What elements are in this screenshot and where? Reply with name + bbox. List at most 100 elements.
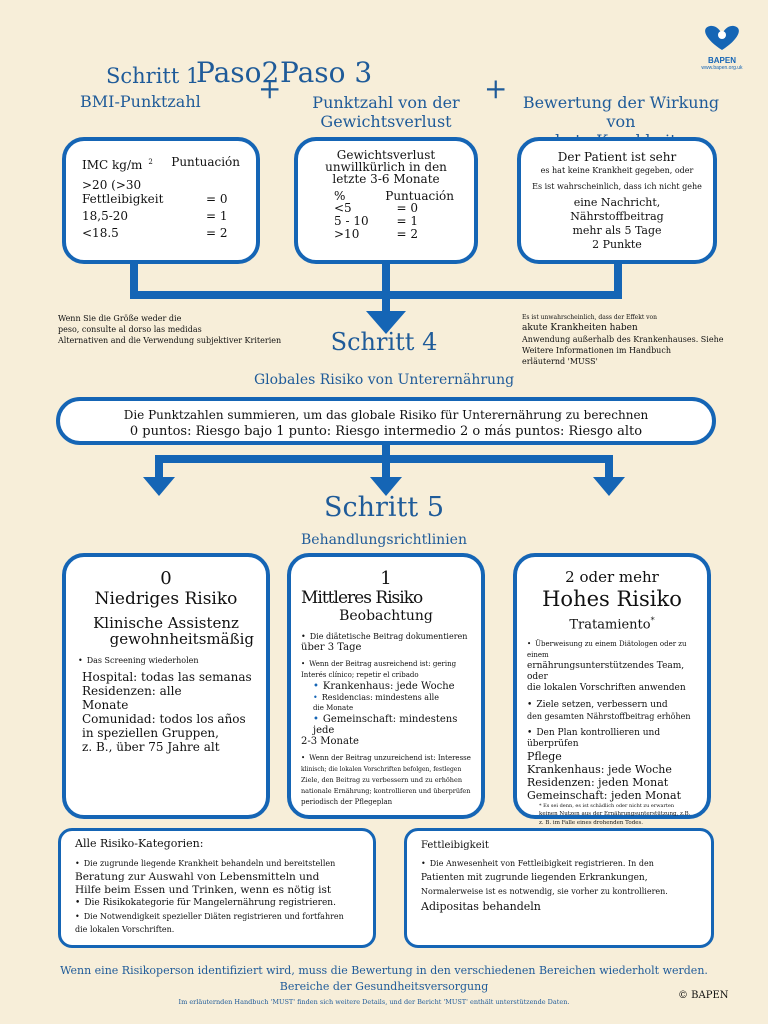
- bmi-row-3: 18,5-20 = 1: [82, 209, 240, 223]
- imc-sup: 2: [148, 158, 153, 166]
- medium-bullet-3e: periodisch der Pflegeplan: [301, 798, 393, 806]
- percent-header: %: [334, 189, 346, 203]
- all-risk-categories-box: Alle Risiko-Kategorien: Die zugrunde lie…: [58, 828, 376, 948]
- obesity-box: Fettleibigkeit Die Anwesenheit von Fettl…: [404, 828, 714, 948]
- note-right-4: Weitere Informationen im Handbuch: [522, 346, 671, 355]
- step3-label: Paso 3: [280, 56, 373, 89]
- low-risk-box: 0 Niedriges Risiko Klinische Assistenz g…: [62, 553, 270, 819]
- medium-bullet-3c: Ziele, den Beitrag zu verbessern und zu …: [301, 776, 463, 784]
- step4-subtitle: Globales Risiko von Unterernährung: [253, 372, 515, 388]
- high-risk-title: Hohes Risiko: [542, 587, 682, 611]
- medium-sub-3b: 2-3 Monate: [301, 736, 359, 747]
- wl-row-2-score: = 1: [396, 214, 418, 228]
- medium-risk-sub: Beobachtung: [339, 608, 433, 624]
- high-footnote-2: keinen Nutzen aus der Ernährungsunterstü…: [539, 811, 691, 818]
- low-risk-bullet-1-text: Das Screening wiederholen: [86, 656, 199, 665]
- step5-title: Schritt 5: [323, 492, 444, 523]
- weightloss-text-2: unwillkürlich in den: [325, 160, 447, 174]
- medium-sub-1-text: Krankenhaus: jede Woche: [322, 681, 455, 692]
- all-risk-item-3b: die lokalen Vorschriften.: [75, 925, 175, 934]
- disease-title-line1: Bewertung der Wirkung von: [522, 93, 720, 131]
- bmi-score-title: BMI-Punktzahl: [80, 92, 201, 111]
- obesity-title: Fettleibigkeit: [421, 840, 489, 851]
- plus-sign-1: +: [258, 72, 282, 105]
- medium-sub-3: Gemeinschaft: mindestens jede: [301, 714, 471, 736]
- obesity-line-4: Adipositas behandeln: [421, 900, 541, 913]
- bapen-logo: BAPEN www.bapen.org.uk: [696, 22, 748, 71]
- medium-bullet-1-text: Die diätetische Beitrag dokumentieren: [309, 632, 468, 641]
- note-left-3: Alternativen and die Verwendung subjekti…: [58, 336, 282, 345]
- weightloss-text-3: letzte 3-6 Monate: [332, 172, 440, 186]
- bmi-row-2: Fettleibigkeit= 0: [82, 192, 240, 206]
- high-risk-star: *: [650, 616, 655, 625]
- plus-sign-2: +: [484, 72, 508, 105]
- medium-bullet-1b: über 3 Tage: [301, 642, 362, 653]
- step5-subtitle: Behandlungsrichtlinien: [301, 532, 467, 548]
- low-risk-community: Comunidad: todos los años: [82, 712, 246, 726]
- weightloss-header-row: % Puntuación: [312, 190, 460, 202]
- weightloss-row-3: >10= 2: [312, 228, 460, 241]
- low-risk-sub1: Klinische Assistenz: [93, 614, 239, 632]
- weightloss-title: Punktzahl von der Gewichtsverlust: [296, 93, 476, 131]
- logo-name: BAPEN: [707, 56, 736, 65]
- low-risk-score: 0: [160, 568, 172, 589]
- disease-text-1: Der Patient ist sehr: [557, 150, 677, 164]
- low-risk-sub2: gewohnheitsmäßig: [109, 630, 254, 648]
- high-bullet-1c: die lokalen Vorschriften anwenden: [527, 683, 686, 694]
- footer-line-2: Bereiche der Gesundheitsversorgung: [279, 980, 489, 993]
- weightloss-score-box: Gewichtsverlust unwillkürlich in den let…: [294, 137, 478, 264]
- obesity-item-1: Die Anwesenheit von Fettleibigkeit regis…: [421, 857, 697, 871]
- medium-bullet-3d: nationale Ernährung; kontrollieren und ü…: [301, 787, 471, 795]
- footer-line-3: Im erläuternden Handbuch 'MUST' finden s…: [178, 998, 570, 1006]
- bmi-row-3-label: 18,5-20: [82, 209, 129, 223]
- obesity-item-1-text: Die Anwesenheit von Fettleibigkeit regis…: [429, 859, 654, 868]
- disease-text-2: es hat keine Krankheit gegeben, oder: [540, 166, 694, 175]
- high-risk-score: 2 oder mehr: [565, 568, 659, 586]
- all-risk-item-1: Die zugrunde liegende Krankheit behandel…: [75, 857, 359, 870]
- low-risk-example: z. B., über 75 Jahre alt: [82, 740, 220, 754]
- low-risk-residences: Residenzen: alle: [82, 684, 182, 698]
- medium-bullet-3-text: Wenn der Beitrag unzureichend ist: Inter…: [309, 754, 471, 762]
- weightloss-text-1: Gewichtsverlust: [336, 148, 436, 162]
- wl-row-1-score: = 0: [396, 201, 418, 215]
- medium-bullet-2b: Interés clínico; repetir el cribado: [301, 671, 419, 679]
- note-right: Es ist unwahrscheinlich, dass der Effekt…: [522, 312, 723, 367]
- step1-label: Schritt 1: [106, 64, 200, 88]
- bmi-row-2-score: = 0: [206, 192, 228, 206]
- bmi-row-3-score: = 1: [206, 209, 228, 223]
- high-risk-box: 2 oder mehr Hohes Risiko Tratamiento* Üb…: [513, 553, 711, 826]
- weightloss-title-line2: Gewichtsverlust: [320, 112, 452, 131]
- note-right-1: Es ist unwahrscheinlich, dass der Effekt…: [522, 314, 658, 321]
- global-risk-line1: Die Punktzahlen summieren, um das global…: [123, 408, 649, 422]
- high-hospital: Krankenhaus: jede Woche: [527, 763, 672, 777]
- weightloss-points-header: Puntuación: [385, 189, 454, 203]
- high-risk-sub: Tratamiento: [569, 617, 651, 633]
- all-risk-item-3-text: Die Notwendigkeit spezieller Diäten regi…: [83, 912, 344, 921]
- weightloss-row-2: 5 - 10= 1: [312, 215, 460, 228]
- all-risk-item-2: Die Risikokategorie für Mangelernährung …: [75, 897, 359, 910]
- medium-bullet-1: Die diätetische Beitrag dokumentieren: [301, 631, 471, 642]
- high-bullet-3-text: Den Plan kontrollieren und überprüfen: [527, 728, 661, 750]
- bmi-row-1: >20 (>30: [82, 178, 142, 192]
- high-community: Gemeinschaft: jeden Monat: [527, 789, 681, 803]
- high-bullet-1b: ernährungsunterstützendes Team, oder: [527, 661, 685, 683]
- low-risk-hospital: Hospital: todas las semanas: [82, 670, 252, 684]
- all-risk-item-1b: Beratung zur Auswahl von Lebensmitteln u…: [75, 871, 320, 883]
- all-risk-item-1-text: Die zugrunde liegende Krankheit behandel…: [83, 859, 336, 868]
- disease-text-6: 2 Punkte: [592, 238, 642, 251]
- all-risk-item-1c: Hilfe beim Essen und Trinken, wenn es nö…: [75, 884, 332, 896]
- disease-effect-box: Der Patient ist sehr es hat keine Krankh…: [517, 137, 717, 264]
- medium-bullet-2-text: Wenn der Beitrag ausreichend ist: gering: [309, 660, 457, 668]
- high-bullet-2-text: Ziele setzen, verbessern und: [536, 700, 668, 711]
- medium-bullet-3b: klinisch; die lokalen Vorschriften befol…: [301, 766, 462, 773]
- wl-row-3-label: >10: [334, 227, 360, 241]
- high-footnote-3: z. B. im Falle eines drohenden Todes.: [539, 820, 644, 827]
- all-risk-item-2-text: Die Risikokategorie für Mangelernährung …: [84, 898, 336, 908]
- medium-sub-1: Krankenhaus: jede Woche: [301, 681, 471, 692]
- high-bullet-2: Ziele setzen, verbessern und: [527, 700, 697, 711]
- medium-risk-box: 1 Mittleres Risiko Beobachtung Die diäte…: [287, 553, 485, 819]
- global-risk-line2: 0 puntos: Riesgo bajo 1 punto: Riesgo in…: [129, 424, 643, 439]
